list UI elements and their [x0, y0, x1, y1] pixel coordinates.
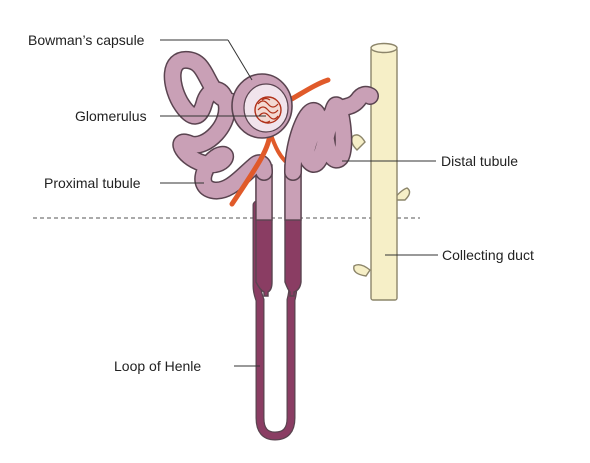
leader-bowmans-capsule-diag: [227, 39, 253, 81]
label-collecting-duct: Collecting duct: [442, 247, 534, 263]
label-bowmans-capsule: Bowman’s capsule: [28, 32, 145, 48]
loop-of-henle: [252, 164, 302, 441]
distal-tubule: [284, 85, 379, 181]
glomerulus: [254, 96, 282, 124]
label-proximal-tubule: Proximal tubule: [44, 175, 141, 191]
label-distal-tubule: Distal tubule: [441, 153, 519, 169]
leader-lines: [160, 39, 438, 367]
collecting-duct: [350, 42, 411, 301]
proximal-tubule: [163, 51, 273, 200]
label-loop-of-henle: Loop of Henle: [114, 358, 202, 374]
label-glomerulus: Glomerulus: [75, 108, 147, 124]
